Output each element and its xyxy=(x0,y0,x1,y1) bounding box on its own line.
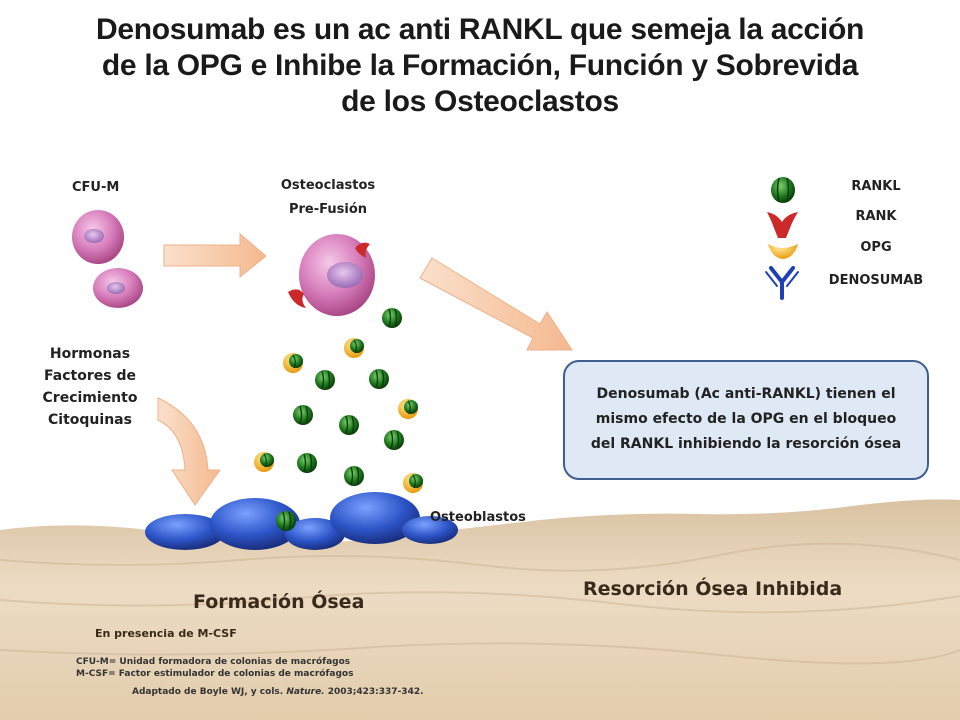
page-title: Denosumab es un ac anti RANKL que semeja… xyxy=(30,12,930,120)
citation-suffix: 2003;423:337-342. xyxy=(327,687,424,697)
label-resorption: Resorción Ósea Inhibida xyxy=(583,578,843,600)
citation-prefix: Adaptado de Boyle WJ, y cols. xyxy=(132,687,284,697)
info-box-line-3: del RANKL inhibiendo la resorción ósea xyxy=(590,436,902,452)
abbreviation-mcsf: M-CSF= Factor estimulador de colonias de… xyxy=(76,669,354,679)
rank-receptor-1 xyxy=(355,242,370,258)
label-pre-fusion: Osteoclastos Pre-Fusión xyxy=(268,174,388,222)
label-pre-fusion-line-1: Osteoclastos xyxy=(280,178,376,193)
legend-rank-label: RANK xyxy=(855,209,897,224)
arrow-factors-to-formation xyxy=(157,397,221,506)
title-line-1: Denosumab es un ac anti RANKL que semeja… xyxy=(95,13,865,46)
title-line-2: de la OPG e Inhibe la Formación, Función… xyxy=(101,49,859,82)
cfu-m-cell-2 xyxy=(93,268,143,308)
title-line-3: de los Osteoclastos xyxy=(341,85,619,118)
rank-receptor-2 xyxy=(288,289,306,308)
factor-factores: Factores de xyxy=(44,368,136,384)
abbreviation-cfu-m: CFU-M= Unidad formadora de colonias de m… xyxy=(76,657,351,667)
info-box: Denosumab (Ac anti-RANKL) tienen el mism… xyxy=(563,360,929,480)
legend-rank-icon xyxy=(767,212,798,238)
label-cfu-m: CFU-M xyxy=(72,180,120,195)
opg-rankl-complexes xyxy=(253,337,424,494)
label-formation: Formación Ósea xyxy=(193,591,365,613)
info-box-line-2: mismo efecto de la OPG en el bloqueo xyxy=(595,411,897,427)
factor-hormonas: Hormonas xyxy=(49,346,131,362)
factor-crecimiento: Crecimiento xyxy=(42,390,138,406)
factors-list: Hormonas Factores de Crecimiento Citoqui… xyxy=(30,343,150,431)
legend-rankl-icon xyxy=(771,177,795,203)
legend-opg-icon xyxy=(768,244,798,259)
legend-rankl-label: RANKL xyxy=(851,179,901,194)
legend-opg-label: OPG xyxy=(860,240,892,255)
label-pre-fusion-line-2: Pre-Fusión xyxy=(288,202,368,217)
arrow-cfu-to-prefusion xyxy=(163,232,267,279)
legend-denosumab-icon xyxy=(765,266,799,300)
label-osteoblasts: Osteoblastos xyxy=(430,510,526,525)
citation: Adaptado de Boyle WJ, y cols. Nature. 20… xyxy=(132,686,424,698)
factor-citoquinas: Citoquinas xyxy=(48,412,132,428)
legend-denosumab-label: DENOSUMAB xyxy=(828,273,924,288)
cfu-m-cell-1 xyxy=(72,210,124,264)
pre-fusion-osteoclast xyxy=(299,234,375,316)
bone-texture xyxy=(0,542,960,665)
info-box-line-1: Denosumab (Ac anti-RANKL) tienen el xyxy=(596,386,896,402)
arrow-to-resorption xyxy=(419,257,573,351)
osteoblast-cluster xyxy=(145,492,458,550)
label-mcsf-note: En presencia de M-CSF xyxy=(95,627,237,640)
citation-journal: Nature. xyxy=(286,687,325,697)
